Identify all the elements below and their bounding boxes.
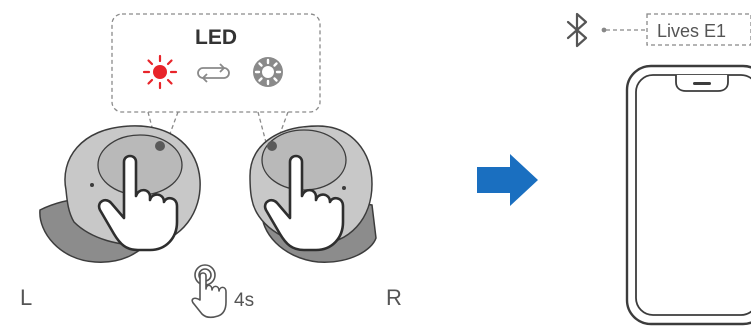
right-arrow-icon — [477, 154, 538, 206]
right-earbud — [249, 125, 377, 263]
device-name: Lives E1 — [657, 21, 726, 41]
connector-dot — [601, 27, 607, 33]
white-led-icon — [253, 57, 283, 87]
led-label: LED — [195, 26, 237, 49]
left-touch-hand-icon — [97, 154, 179, 252]
led-callout: LED — [111, 13, 321, 151]
long-press-hand-icon — [191, 264, 227, 319]
bluetooth-icon — [566, 12, 588, 48]
left-label: L — [20, 285, 32, 310]
alternate-loop-icon — [197, 63, 230, 83]
red-led-blink-icon — [142, 54, 178, 90]
hold-duration: 4s — [234, 290, 254, 311]
right-label: R — [386, 285, 402, 310]
right-touch-hand-icon — [263, 154, 345, 252]
left-earbud — [39, 125, 201, 263]
device-name-box: Lives E1 — [646, 13, 751, 46]
smartphone-icon — [625, 64, 751, 326]
